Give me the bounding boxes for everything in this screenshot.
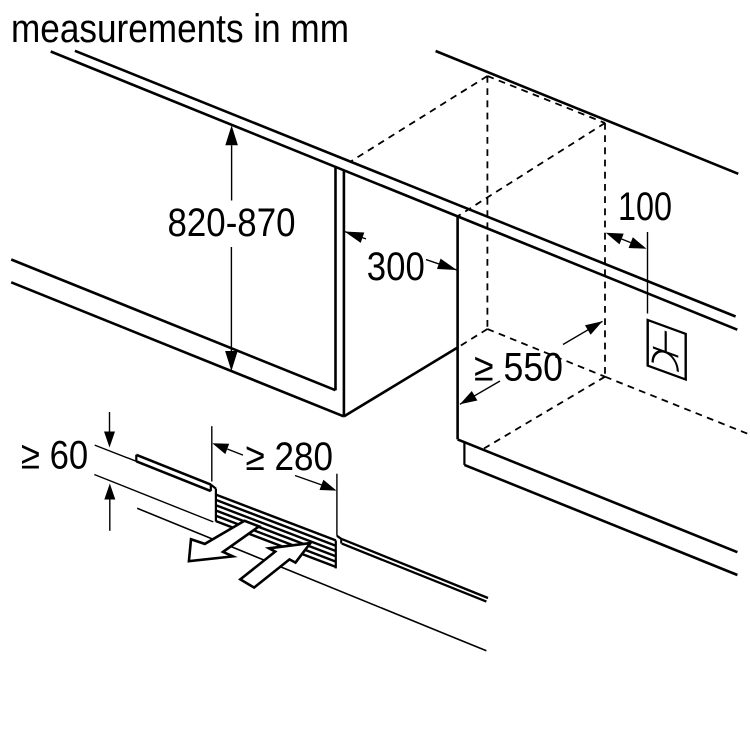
svg-text:300: 300	[367, 245, 425, 289]
svg-text:100: 100	[618, 185, 672, 229]
svg-text:≥ 550: ≥ 550	[474, 345, 563, 389]
svg-text:measurements in mm: measurements in mm	[11, 7, 349, 51]
svg-text:≥ 280: ≥ 280	[246, 435, 334, 479]
svg-text:≥ 60: ≥ 60	[21, 434, 88, 478]
svg-text:820-870: 820-870	[168, 201, 296, 245]
